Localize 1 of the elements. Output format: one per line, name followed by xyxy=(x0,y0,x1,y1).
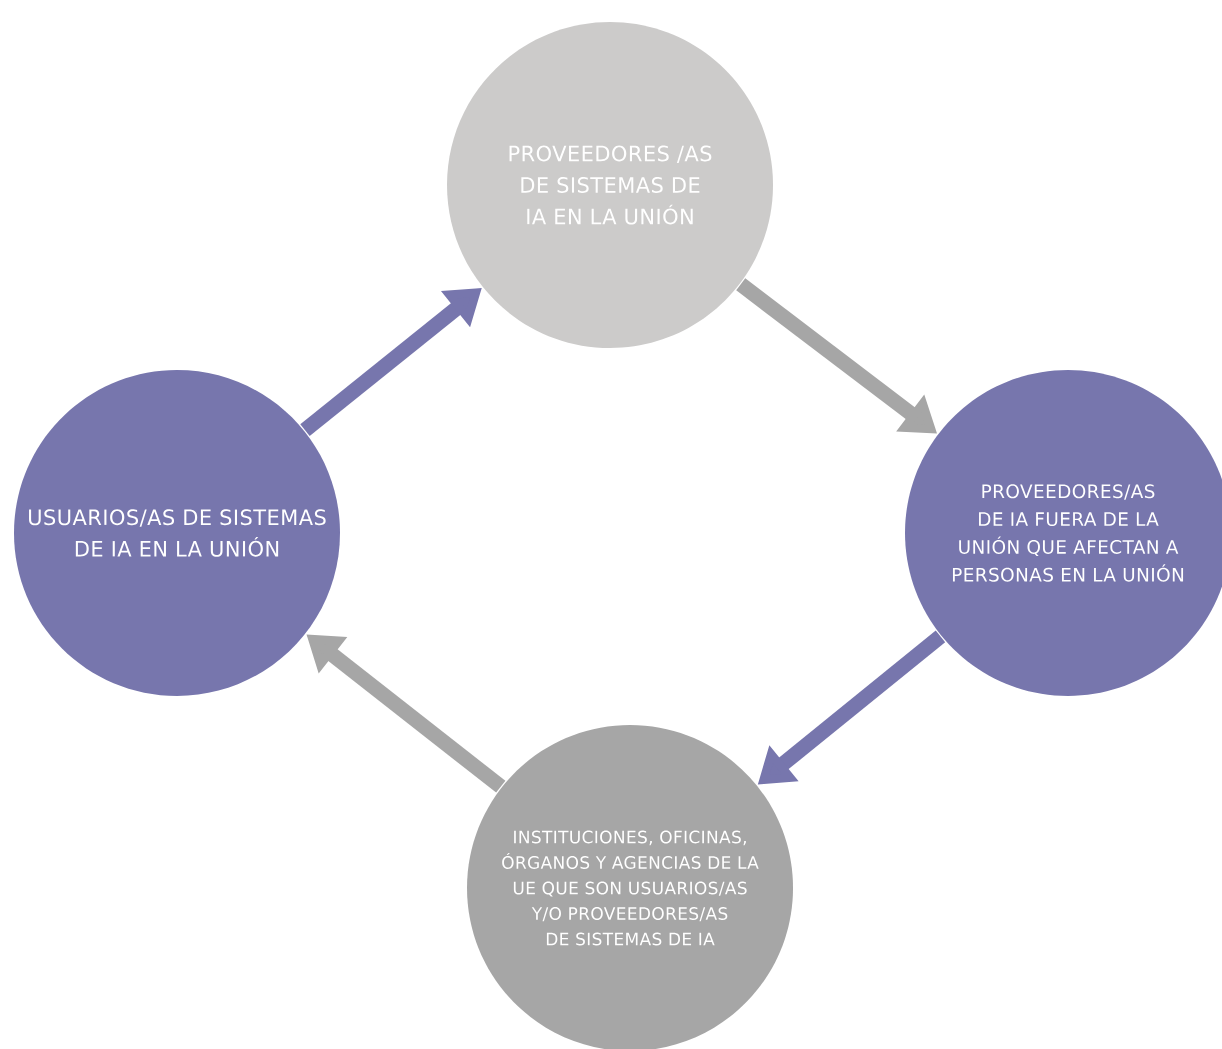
circle-node: USUARIOS/AS DE SISTEMAS DE IA EN LA UNIÓN xyxy=(14,370,340,696)
